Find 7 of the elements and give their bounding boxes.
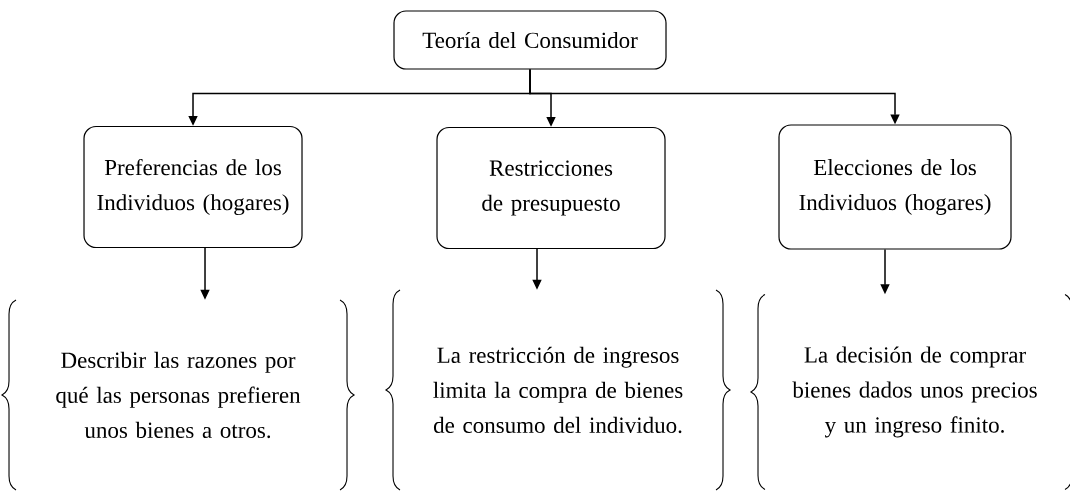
brace-box: La decisión de comprar bienes dados unos precios y un ingreso finito. xyxy=(750,293,1070,491)
brace-box: Describir las razones por qué las personas prefieren unos bienes a otros. xyxy=(1,299,355,491)
process-box: Teoría del Consumidor xyxy=(393,10,667,70)
process-box: Preferencias de los Individuos (hogares) xyxy=(83,125,303,249)
process-box: Restricciones de presupuesto xyxy=(436,126,666,250)
brace-box: La restricción de ingresos limita la compra de bienes de consumo del individuo. xyxy=(385,289,731,491)
process-box: Elecciones de los Individuos (hogares) xyxy=(778,124,1012,250)
